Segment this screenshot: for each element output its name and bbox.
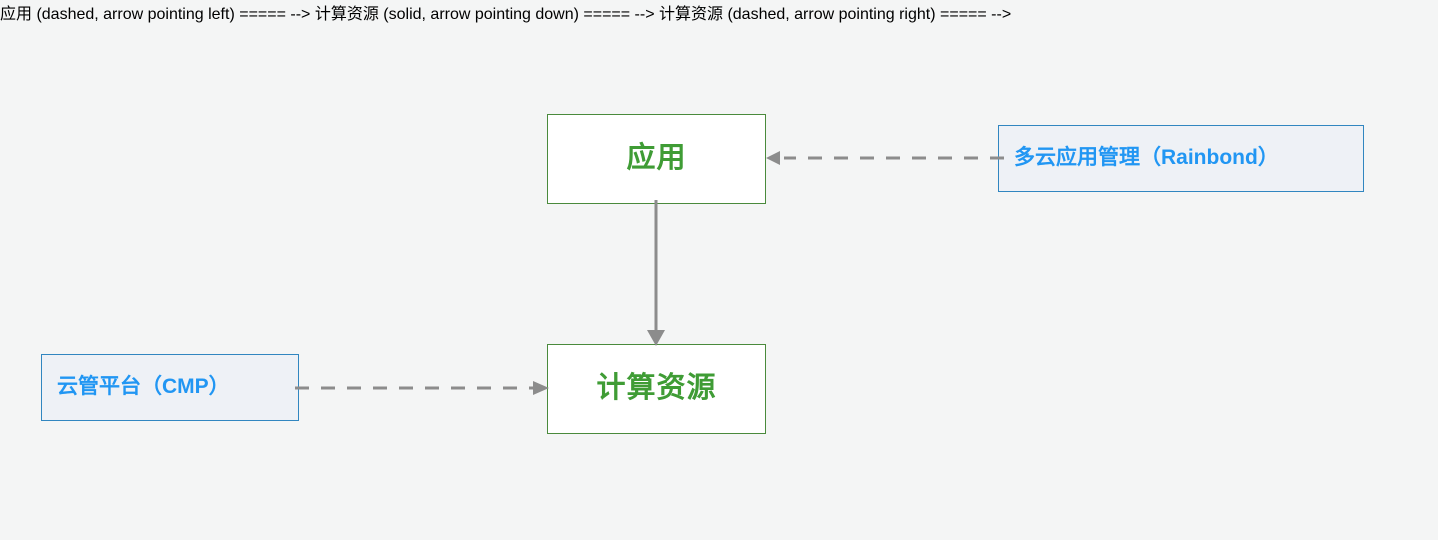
- node-compute-resource[interactable]: 计算资源: [547, 344, 766, 434]
- node-cloud-management-platform-label: 云管平台（CMP）: [57, 375, 230, 399]
- node-multicloud-app-management[interactable]: 多云应用管理（Rainbond）: [998, 125, 1364, 192]
- edge-application-to-compute-resource: [647, 200, 665, 346]
- node-multicloud-app-management-label: 多云应用管理（Rainbond）: [1014, 146, 1279, 170]
- node-cloud-management-platform[interactable]: 云管平台（CMP）: [41, 354, 299, 421]
- node-application-label: 应用: [626, 142, 687, 175]
- edge-cloud-management-platform-to-compute-resource: [295, 381, 549, 395]
- arrowhead-right-icon: [533, 381, 549, 395]
- node-compute-resource-label: 计算资源: [596, 372, 717, 405]
- arrowhead-down-icon: [647, 330, 665, 346]
- node-application[interactable]: 应用: [547, 114, 766, 204]
- edge-rainbond-to-application: [766, 151, 1004, 165]
- arrowhead-left-icon: [766, 151, 780, 165]
